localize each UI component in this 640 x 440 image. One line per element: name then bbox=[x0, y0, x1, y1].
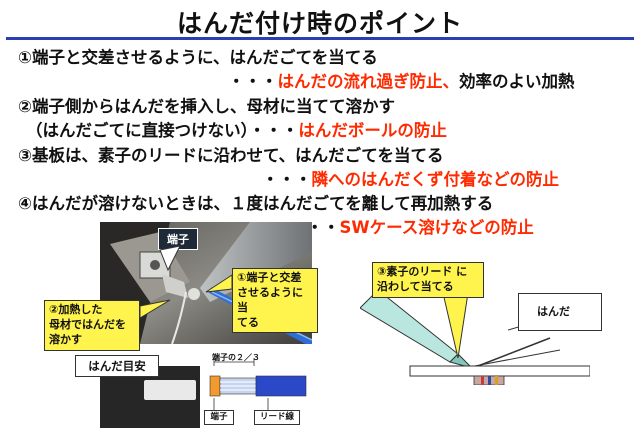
melt-callout: ②加熱した 母材ではんだを 溶かす bbox=[44, 300, 140, 351]
component-band bbox=[488, 376, 491, 385]
component-lead bbox=[463, 349, 561, 369]
terminal-tag-pointer bbox=[159, 245, 181, 272]
iron-tip bbox=[449, 353, 474, 369]
component-band bbox=[481, 376, 484, 385]
connector-window bbox=[144, 380, 196, 400]
terminal-tag: 端子 bbox=[158, 228, 198, 250]
wire-insulation bbox=[255, 375, 307, 397]
point-1-sub-red: はんだの流れ過ぎ防止、 bbox=[277, 72, 460, 91]
component-band bbox=[495, 376, 498, 385]
lead-wire-label: リード線 bbox=[254, 410, 300, 425]
point-2-sub: （はんだごてに直接つけない）・・・はんだボールの防止 bbox=[26, 117, 447, 141]
point-2-main: ②端子側からはんだを挿入し、母材に当てて溶かす bbox=[18, 97, 395, 116]
point-1-main: ①端子と交差させるように、はんだごてを当てる bbox=[18, 48, 378, 67]
point-4-sub-red: SWケース溶けなどの防止 bbox=[339, 218, 534, 237]
lead-callout: ③素子のリード に 沿わして当てる bbox=[372, 262, 484, 298]
solder-wire bbox=[477, 337, 551, 367]
solder-label: はんだ bbox=[537, 305, 570, 318]
point-3-sub-red: 隣へのはんだくず付着などの防止 bbox=[311, 170, 560, 189]
lead-soldering-diagram bbox=[360, 289, 590, 385]
ratio-label: 端子の２／３ bbox=[212, 353, 260, 362]
solder-guide-label: はんだ目安 bbox=[75, 355, 159, 377]
point-1-sub-black: 効率のよい加熱 bbox=[459, 72, 575, 91]
point-2-sub-black: （はんだごてに直接つけない）・・・ bbox=[26, 121, 299, 140]
solder-label-box: はんだ bbox=[518, 293, 602, 331]
cross-callout: ①端子と交差 させるように当 てる bbox=[232, 268, 318, 334]
terminal-shape bbox=[209, 375, 221, 397]
point-3-main: ③基板は、素子のリードに沿わせて、はんだごてを当てる bbox=[18, 146, 444, 165]
point-3-sub: ・・・隣へのはんだくず付着などの防止 bbox=[262, 166, 559, 190]
melt-callout-pointer bbox=[139, 299, 171, 319]
title-underline bbox=[6, 37, 634, 40]
point-1-sub-prefix: ・・・ bbox=[228, 72, 278, 91]
point-2-sub-red: はんだボールの防止 bbox=[298, 121, 447, 140]
point-1-sub: ・・・はんだの流れ過ぎ防止、効率のよい加熱 bbox=[228, 68, 575, 92]
page-title: はんだ付け時のポイント bbox=[176, 9, 463, 38]
terminal-label: 端子 bbox=[204, 410, 234, 425]
point-3-sub-prefix: ・・・ bbox=[262, 170, 312, 189]
lead-wire-diagram bbox=[209, 358, 307, 410]
point-4-main: ④はんだが溶けないときは、１度はんだごてを離して再加熱する bbox=[18, 194, 494, 213]
